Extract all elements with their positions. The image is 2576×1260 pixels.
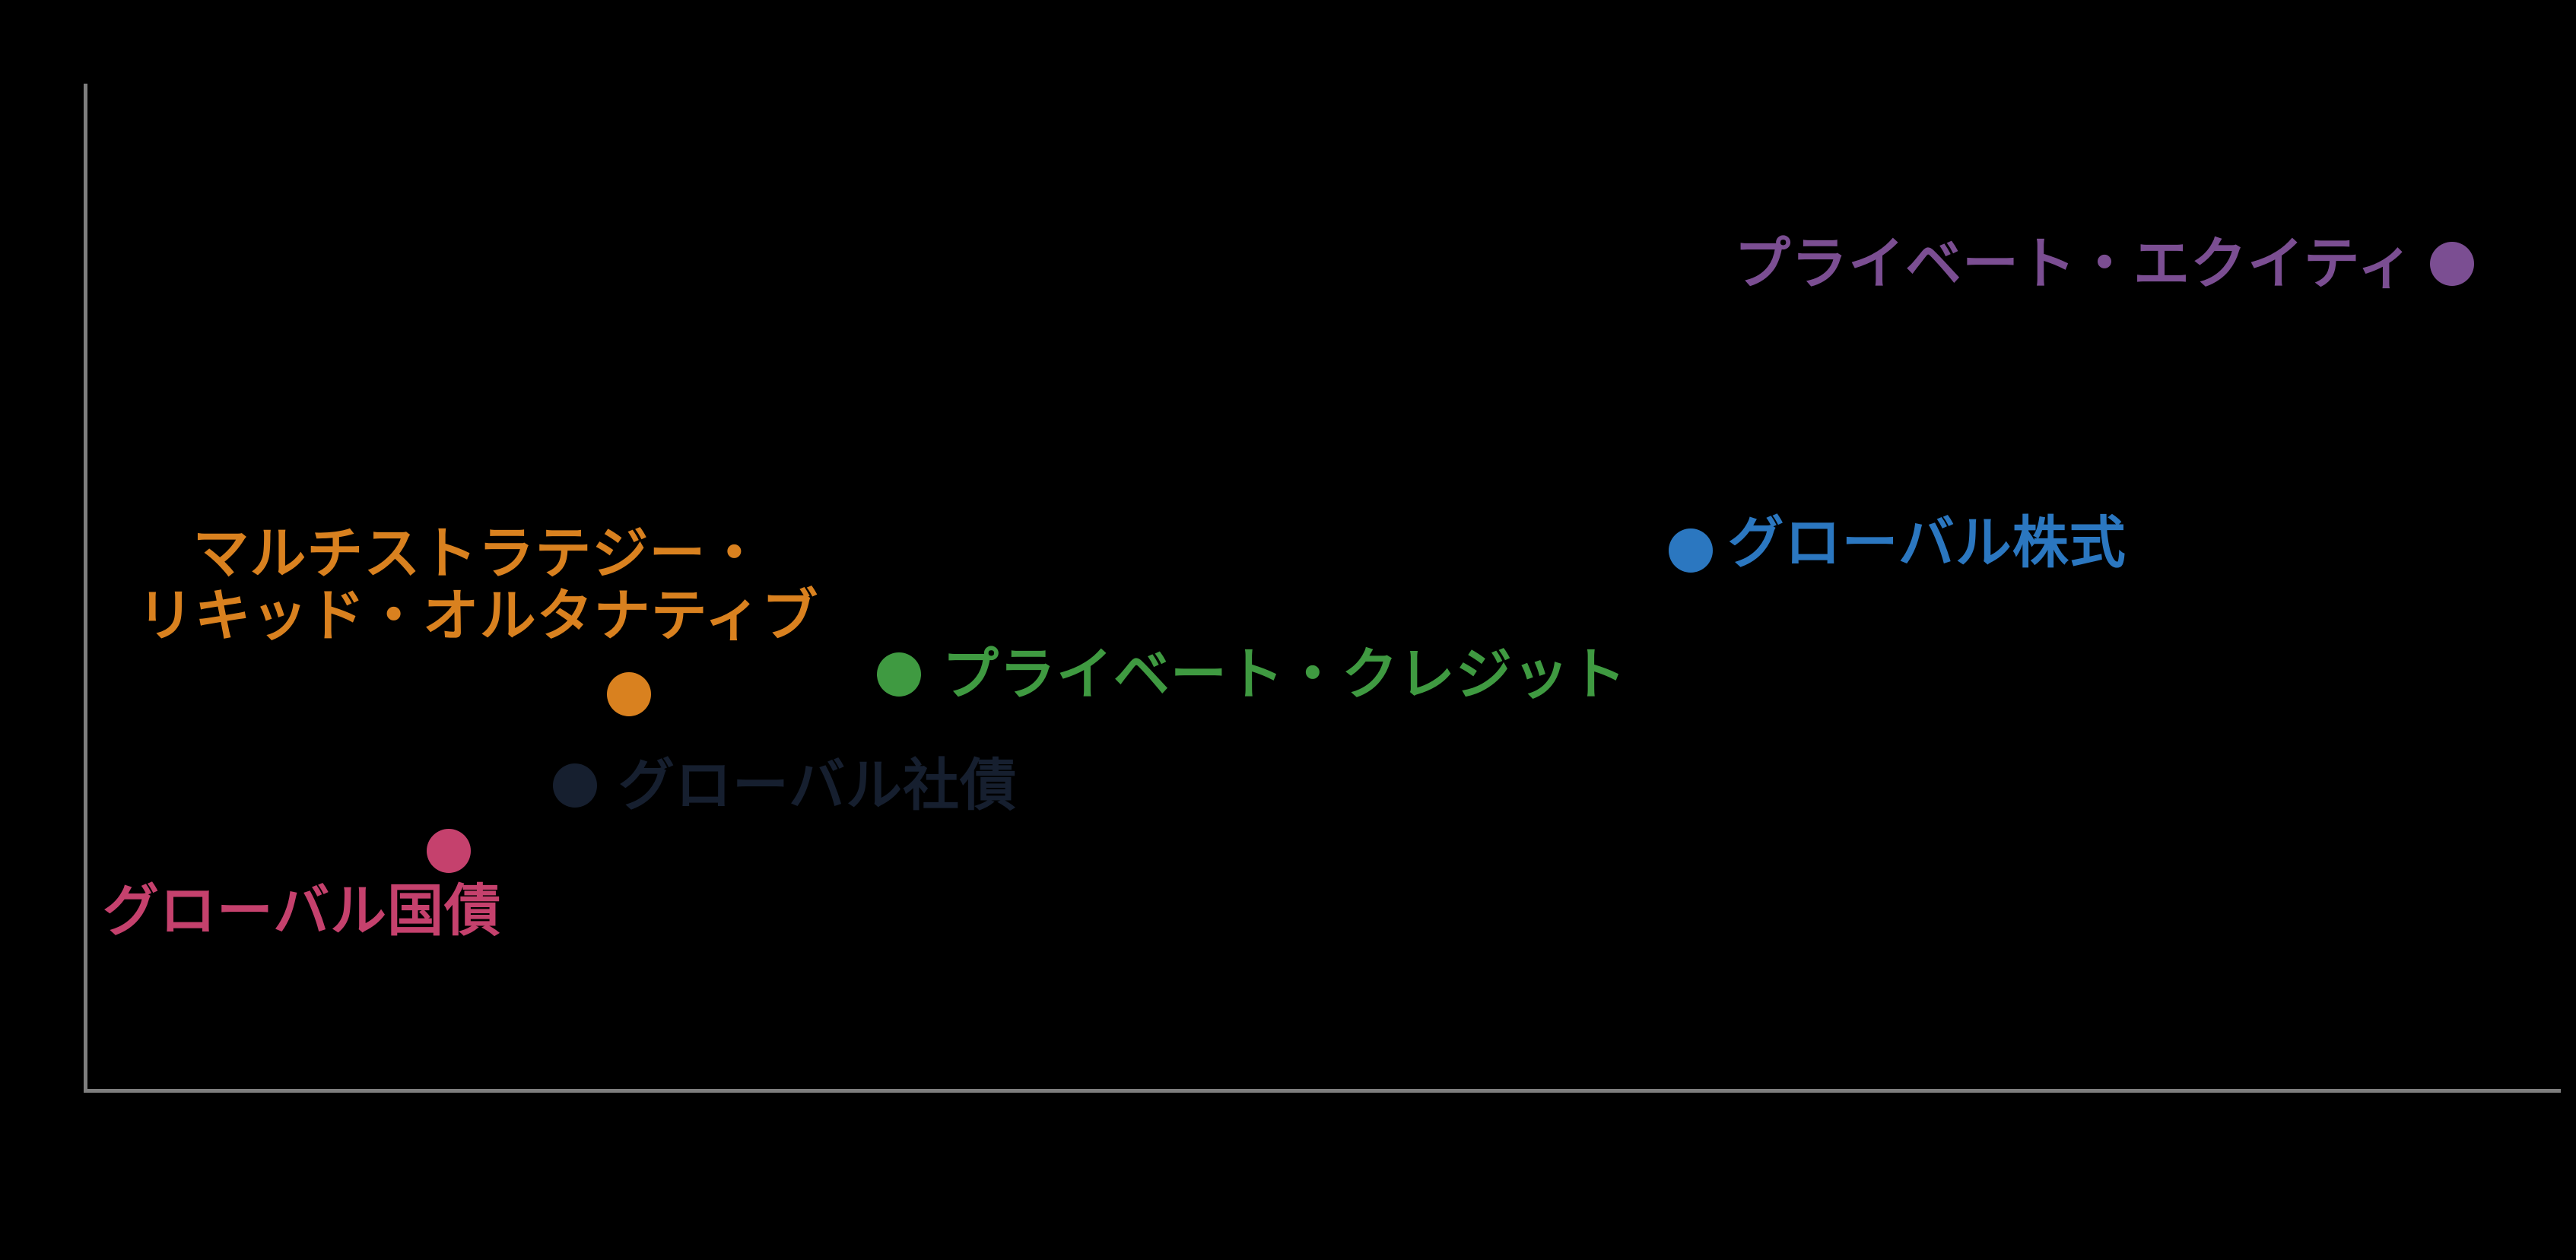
plot-area: グローバル国債グローバル社債マルチストラテジー・リキッド・オルタナティブプライベ… [85,85,2559,1090]
scatter-point-dot [607,672,652,717]
scatter-point-label: グローバル株式 [1728,512,2127,574]
scatter-point-label-line: マルチストラテジー・ [192,522,764,586]
scatter-point-dot [2430,242,2475,287]
scatter-point-label-line: プライベート・クレジット [942,642,1627,706]
scatter-point-label-line: プライベート・エクイティ [1734,232,2415,296]
scatter-point-label: グローバル国債 [103,880,501,942]
y-axis-line [84,84,87,1093]
scatter-point-label: グローバル社債 [618,754,1017,817]
scatter-point-label-line: リキッド・オルタナティブ [137,584,819,648]
scatter-point-label-line: グローバル国債 [102,879,502,943]
scatter-point-dot [876,652,921,697]
scatter-point-label: マルチストラテジー・リキッド・オルタナティブ [138,522,819,647]
scatter-point-label: プライベート・クレジット [942,643,1627,706]
scatter-point-label: プライベート・エクイティ [1734,233,2414,295]
scatter-point-label-line: グローバル株式 [1727,511,2127,575]
scatter-point-label-line: グローバル社債 [618,754,1018,817]
scatter-point-dot [1668,528,1713,573]
scatter-point-dot [427,829,472,874]
x-axis-line [84,1089,2561,1093]
scatter-point-dot [552,763,597,808]
